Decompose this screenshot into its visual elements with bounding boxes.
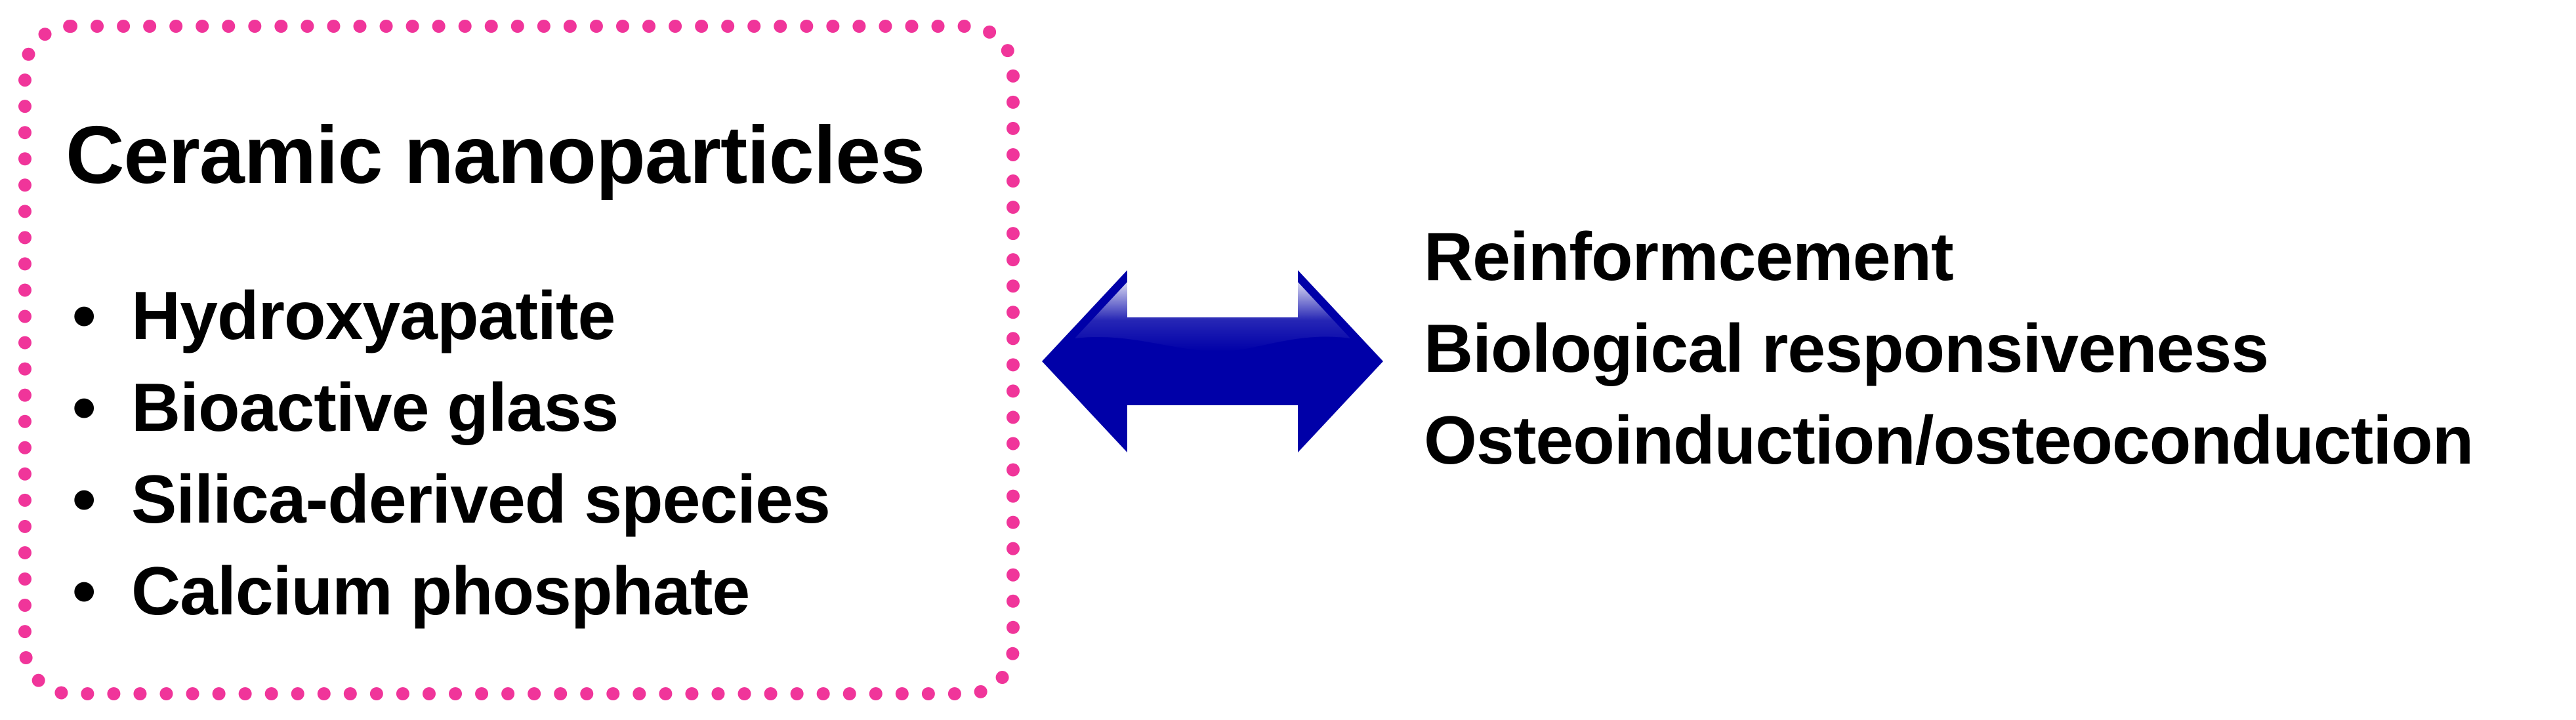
property-item: Osteoinduction/osteoconduction <box>1424 403 2474 479</box>
list-item-label: Silica-derived species <box>131 462 831 538</box>
properties-list: Reinformcement Biological responsiveness… <box>1424 219 2474 498</box>
list-item-label: Hydroxyapatite <box>131 278 615 354</box>
list-item: •Hydroxyapatite <box>72 282 830 374</box>
list-item: •Bioactive glass <box>72 374 830 466</box>
bullet-icon: • <box>72 278 96 354</box>
nanoparticle-list: •Hydroxyapatite •Bioactive glass •Silica… <box>72 282 831 649</box>
bullet-icon: • <box>72 553 96 630</box>
list-item: •Calcium phosphate <box>72 557 830 649</box>
list-item-label: Bioactive glass <box>131 370 619 446</box>
list-item: • Silica-derived species <box>72 462 831 557</box>
arrow-highlight <box>1075 282 1350 352</box>
property-item: Reinformcement <box>1424 219 1954 295</box>
bullet-icon: • <box>72 462 96 538</box>
double-headed-arrow-icon <box>1042 270 1383 452</box>
property-item: Biological responsiveness <box>1424 311 2269 387</box>
arrow-shape <box>1042 270 1383 452</box>
list-item-label: Calcium phosphate <box>131 553 750 630</box>
box-title: Ceramic nanoparticles <box>66 110 925 201</box>
ceramic-nanoparticles-box <box>18 20 1020 700</box>
bullet-icon: • <box>72 370 96 446</box>
